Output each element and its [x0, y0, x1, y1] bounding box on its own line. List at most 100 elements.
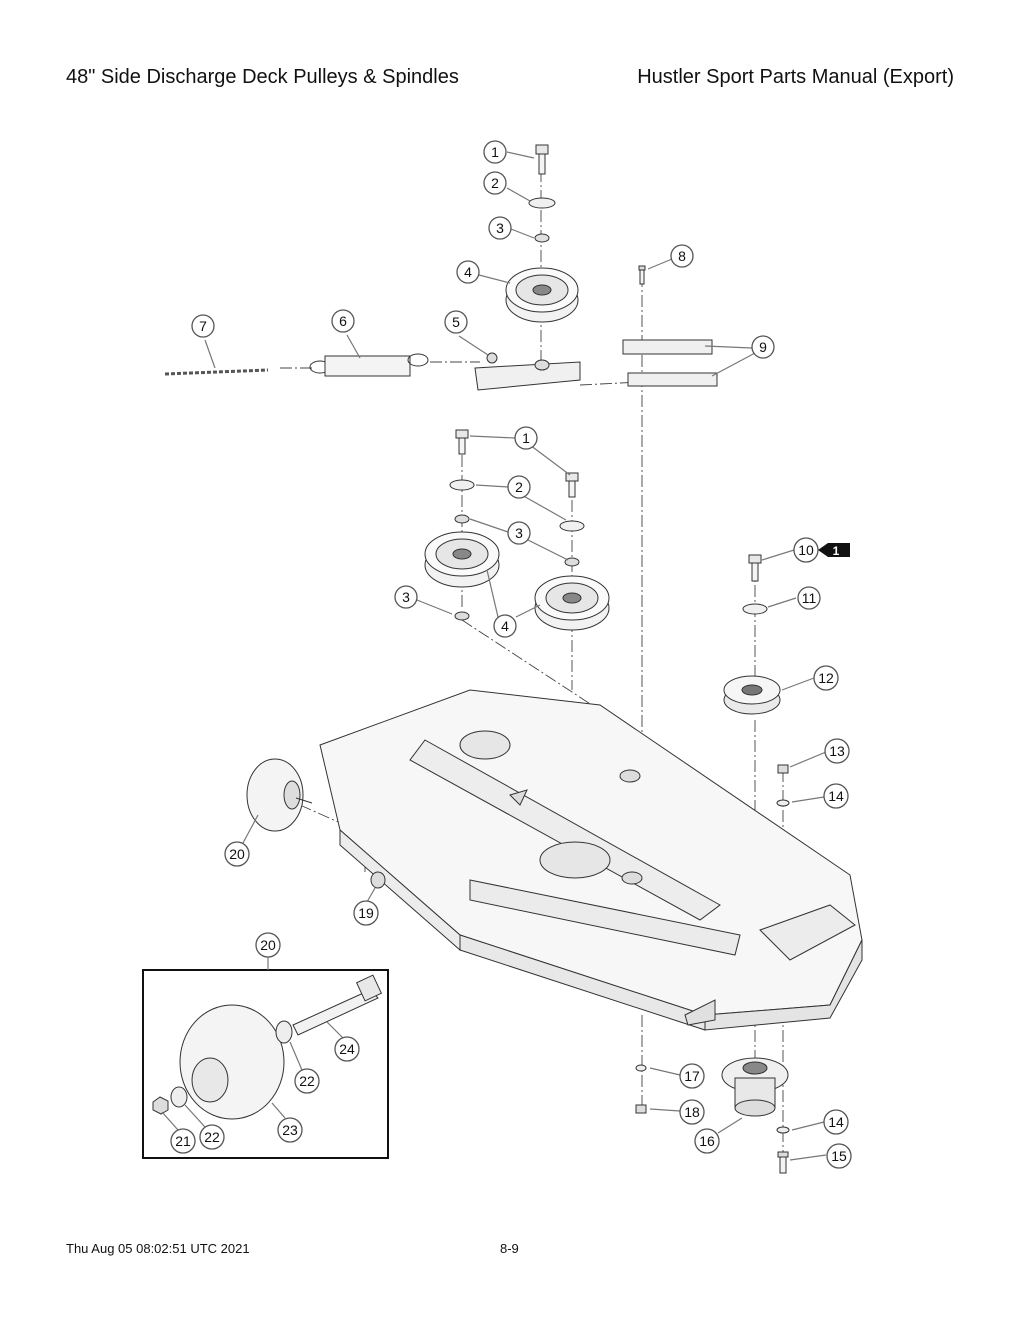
- callout-14-top: 14: [823, 783, 849, 809]
- top-spacer: [534, 233, 550, 243]
- washer-14-top: [776, 799, 790, 807]
- bushing-19: [370, 871, 386, 889]
- reference-tag-label: 1: [833, 544, 840, 558]
- washer-14-bottom: [776, 1126, 790, 1134]
- callout-label: 23: [282, 1122, 298, 1138]
- callout-16: 16: [694, 1128, 720, 1154]
- callout-18: 18: [679, 1099, 705, 1125]
- callout-11: 11: [797, 586, 821, 610]
- callout-label: 18: [684, 1104, 700, 1120]
- callout-22-detail-bottom: 22: [199, 1124, 225, 1150]
- chain: [164, 368, 269, 376]
- mid-idler-pulley-left: [424, 531, 500, 588]
- callout-label: 22: [204, 1129, 220, 1145]
- callout-label: 2: [491, 175, 499, 191]
- callout-12: 12: [813, 665, 839, 691]
- top-washer: [528, 197, 556, 209]
- callout-label: 5: [452, 314, 460, 330]
- callout-24: 24: [334, 1036, 360, 1062]
- mid-idler-pulley-right: [534, 575, 610, 631]
- mid-spacer-right: [564, 557, 580, 567]
- callout-13: 13: [824, 738, 850, 764]
- nut-13: [777, 764, 789, 774]
- callout-22-detail-top: 22: [294, 1068, 320, 1094]
- callout-3-lower: 3: [394, 585, 418, 609]
- callout-label: 2: [515, 479, 523, 495]
- footer-page-number: 8-9: [500, 1241, 519, 1256]
- callout-label: 19: [358, 905, 374, 921]
- callout-20-detail: 20: [255, 932, 281, 958]
- callout-21: 21: [170, 1128, 196, 1154]
- callout-label: 15: [831, 1148, 847, 1164]
- callout-label: 12: [818, 670, 834, 686]
- mid-washer-left: [449, 479, 475, 491]
- washer-17: [635, 1064, 647, 1072]
- callout-1-mid: 1: [514, 426, 538, 450]
- callout-20-deck: 20: [224, 841, 250, 867]
- callout-label: 1: [522, 430, 530, 446]
- callout-label: 3: [402, 589, 410, 605]
- callout-3-mid: 3: [507, 521, 531, 545]
- callout-2-mid: 2: [507, 475, 531, 499]
- callout-label: 22: [299, 1073, 315, 1089]
- nut-18: [635, 1104, 647, 1114]
- callout-10: 10: [793, 537, 819, 563]
- footer-timestamp: Thu Aug 05 08:02:51 UTC 2021: [66, 1241, 250, 1256]
- callout-label: 17: [684, 1068, 700, 1084]
- callout-label: 11: [802, 590, 817, 606]
- callout-label: 16: [699, 1133, 715, 1149]
- mower-deck: [319, 689, 863, 1031]
- callout-label: 4: [501, 618, 509, 634]
- callout-8: 8: [670, 244, 694, 268]
- top-bolt: [535, 144, 549, 175]
- spindle-bolt-10: [748, 554, 762, 582]
- spindle-assembly: [721, 1057, 789, 1117]
- idler-arm: [474, 352, 581, 391]
- gauge-wheel-mounted: [246, 758, 313, 832]
- callout-label: 21: [175, 1133, 191, 1149]
- callout-label: 20: [229, 846, 245, 862]
- callout-label: 4: [464, 264, 472, 280]
- reference-tag: 1: [818, 543, 850, 558]
- callout-2-top: 2: [483, 171, 507, 195]
- wheel-detail-box: [142, 969, 389, 1159]
- callout-label: 24: [339, 1041, 355, 1057]
- spindle-pulley-12: [723, 675, 781, 715]
- callout-label: 9: [759, 339, 767, 355]
- callout-label: 14: [828, 788, 844, 804]
- mid-spacer-lower: [454, 611, 470, 621]
- callout-3-top: 3: [488, 216, 512, 240]
- callout-9: 9: [751, 335, 775, 359]
- callout-label: 1: [491, 144, 499, 160]
- callout-17: 17: [679, 1063, 705, 1089]
- callout-1-top: 1: [483, 140, 507, 164]
- manual-title: Hustler Sport Parts Manual (Export): [637, 66, 954, 88]
- idler-spring: [309, 353, 429, 377]
- small-bolt-8: [638, 265, 646, 285]
- callout-label: 20: [260, 937, 276, 953]
- callout-4-mid: 4: [493, 614, 517, 638]
- callout-7: 7: [191, 314, 215, 338]
- callout-14-bottom: 14: [823, 1109, 849, 1135]
- callout-6: 6: [331, 309, 355, 333]
- mid-bolts: [455, 429, 579, 498]
- callout-23: 23: [277, 1117, 303, 1143]
- spindle-washer-11: [742, 603, 768, 615]
- bolt-15: [777, 1151, 789, 1174]
- top-idler-pulley: [505, 267, 579, 323]
- callout-label: 6: [339, 313, 347, 329]
- callout-label: 13: [829, 743, 845, 759]
- mid-spacer-left: [454, 514, 470, 524]
- callout-label: 7: [199, 318, 207, 334]
- callout-label: 3: [515, 525, 523, 541]
- callout-5: 5: [444, 310, 468, 334]
- leader-lines: [161, 151, 827, 1161]
- callout-4-top: 4: [456, 260, 480, 284]
- page-title: 48" Side Discharge Deck Pulleys & Spindl…: [66, 66, 459, 88]
- callout-label: 3: [496, 220, 504, 236]
- callout-15: 15: [826, 1143, 852, 1169]
- callout-label: 8: [678, 248, 686, 264]
- mid-washer-right: [559, 520, 585, 532]
- callout-19: 19: [353, 900, 379, 926]
